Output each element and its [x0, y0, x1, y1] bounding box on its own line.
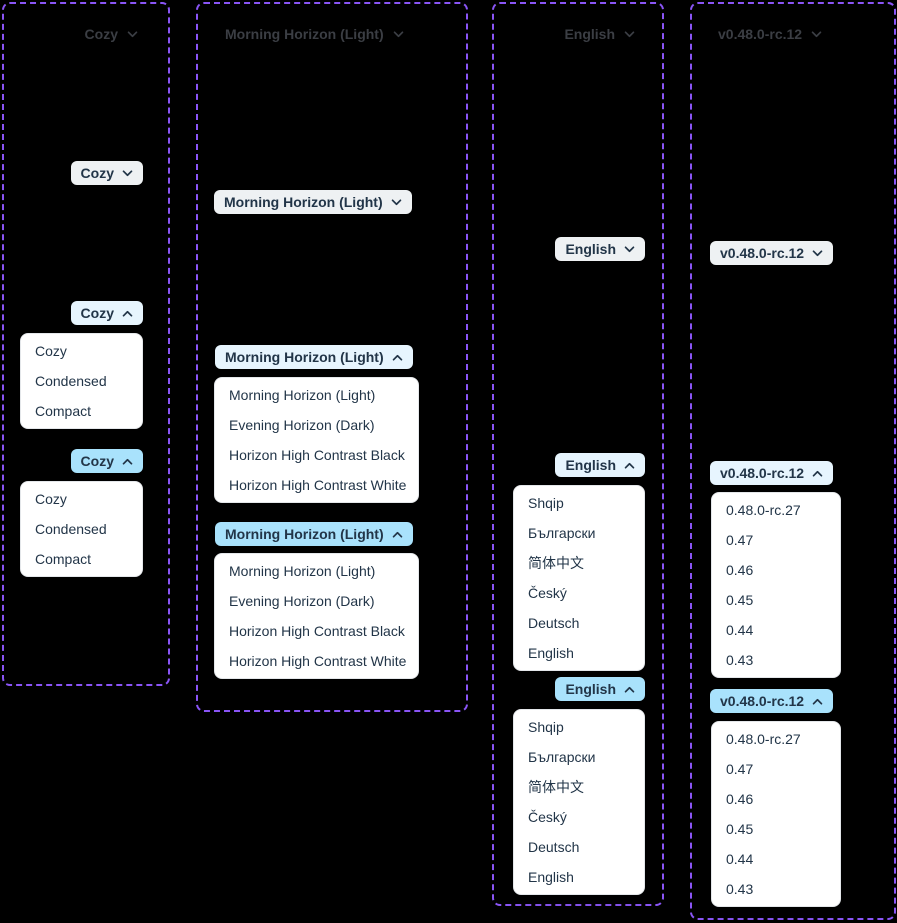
language-panel: English English English Shqip Български …	[492, 2, 664, 906]
menu-item[interactable]: 0.47	[726, 532, 754, 548]
menu-item[interactable]: Horizon High Contrast Black	[229, 623, 405, 639]
chevron-down-icon	[811, 30, 822, 37]
menu-item[interactable]: Český	[528, 585, 567, 601]
menu-item[interactable]: Deutsch	[528, 839, 580, 855]
menu-item[interactable]: 0.46	[726, 562, 754, 578]
theme-select-button-active[interactable]: Morning Horizon (Light)	[215, 522, 413, 546]
menu-item[interactable]: Български	[528, 525, 596, 541]
menu-item[interactable]: English	[528, 869, 574, 885]
menu-item[interactable]: 简体中文	[528, 779, 584, 795]
chevron-down-icon	[391, 198, 401, 205]
menu-item[interactable]: Evening Horizon (Dark)	[229, 417, 375, 433]
theme-select-placeholder: Morning Horizon (Light)	[225, 22, 404, 46]
version-panel: v0.48.0-rc.12 v0.48.0-rc.12 v0.48.0-rc.1…	[690, 2, 896, 920]
language-select-placeholder-label: English	[564, 26, 615, 42]
chevron-down-icon	[624, 245, 635, 252]
menu-item[interactable]: Cozy	[35, 491, 67, 507]
version-select-button[interactable]: v0.48.0-rc.12	[710, 241, 834, 265]
chevron-up-icon	[122, 458, 133, 465]
menu-item[interactable]: 0.46	[726, 791, 754, 807]
version-select-placeholder-label: v0.48.0-rc.12	[718, 26, 803, 42]
theme-menu: Morning Horizon (Light) Evening Horizon …	[214, 377, 419, 503]
menu-item[interactable]: 0.44	[726, 622, 754, 638]
chevron-down-icon	[393, 30, 403, 37]
language-menu: Shqip Български 简体中文 Český Deutsch Engli…	[513, 485, 645, 671]
density-select-value: Cozy	[80, 305, 114, 321]
menu-item[interactable]: 简体中文	[528, 555, 584, 571]
menu-item[interactable]: Horizon High Contrast White	[229, 653, 407, 669]
language-select-placeholder: English	[564, 22, 635, 46]
density-menu: Cozy Condensed Compact	[20, 481, 143, 577]
menu-item[interactable]: Compact	[35, 403, 92, 419]
menu-item[interactable]: Horizon High Contrast White	[229, 477, 407, 493]
menu-item[interactable]: English	[528, 645, 574, 661]
menu-item[interactable]: 0.43	[726, 652, 754, 668]
density-select-button[interactable]: Cozy	[70, 161, 143, 185]
menu-item[interactable]: Condensed	[35, 521, 107, 537]
menu-item[interactable]: Shqip	[528, 719, 564, 735]
density-select-value: Cozy	[80, 453, 114, 469]
menu-item[interactable]: 0.48.0-rc.27	[726, 731, 801, 747]
chevron-up-icon	[624, 686, 635, 693]
language-select-button-active[interactable]: English	[555, 677, 645, 701]
language-select-value: English	[565, 241, 616, 257]
chevron-up-icon	[624, 462, 635, 469]
density-select-value: Cozy	[80, 165, 114, 181]
theme-select-button[interactable]: Morning Horizon (Light)	[214, 190, 412, 214]
chevron-up-icon	[392, 354, 402, 361]
version-menu: 0.48.0-rc.27 0.47 0.46 0.45 0.44 0.43	[711, 492, 841, 678]
menu-item[interactable]: Horizon High Contrast Black	[229, 447, 405, 463]
language-select-button[interactable]: English	[555, 237, 645, 261]
density-select-button-open[interactable]: Cozy	[70, 301, 143, 325]
chevron-up-icon	[122, 310, 133, 317]
version-select-value: v0.48.0-rc.12	[720, 245, 805, 261]
menu-item[interactable]: Shqip	[528, 495, 564, 511]
menu-item[interactable]: 0.45	[726, 821, 754, 837]
menu-item[interactable]: 0.48.0-rc.27	[726, 502, 801, 518]
density-menu: Cozy Condensed Compact	[20, 333, 143, 429]
theme-menu: Morning Horizon (Light) Evening Horizon …	[214, 553, 419, 679]
chevron-down-icon	[812, 249, 823, 256]
menu-item[interactable]: Condensed	[35, 373, 107, 389]
menu-item[interactable]: Český	[528, 809, 567, 825]
version-menu: 0.48.0-rc.27 0.47 0.46 0.45 0.44 0.43	[711, 721, 841, 907]
chevron-up-icon	[812, 698, 823, 705]
theme-panel: Morning Horizon (Light) Morning Horizon …	[196, 2, 468, 712]
theme-select-value: Morning Horizon (Light)	[225, 349, 384, 365]
theme-select-button-open[interactable]: Morning Horizon (Light)	[215, 345, 413, 369]
theme-select-value: Morning Horizon (Light)	[225, 526, 384, 542]
version-select-value: v0.48.0-rc.12	[720, 693, 805, 709]
version-select-button-active[interactable]: v0.48.0-rc.12	[710, 689, 834, 713]
menu-item[interactable]: 0.45	[726, 592, 754, 608]
language-select-button-open[interactable]: English	[555, 453, 645, 477]
version-select-placeholder: v0.48.0-rc.12	[718, 22, 822, 46]
menu-item[interactable]: Български	[528, 749, 596, 765]
menu-item[interactable]: Evening Horizon (Dark)	[229, 593, 375, 609]
version-select-value: v0.48.0-rc.12	[720, 465, 805, 481]
menu-item[interactable]: 0.43	[726, 881, 754, 897]
chevron-up-icon	[392, 531, 402, 538]
menu-item[interactable]: Deutsch	[528, 615, 580, 631]
density-select-placeholder: Cozy	[85, 22, 138, 46]
density-select-button-active[interactable]: Cozy	[70, 449, 143, 473]
theme-select-value: Morning Horizon (Light)	[224, 194, 383, 210]
menu-item[interactable]: Morning Horizon (Light)	[229, 387, 376, 403]
density-select-placeholder-label: Cozy	[84, 26, 118, 42]
version-select-button-open[interactable]: v0.48.0-rc.12	[710, 461, 834, 485]
chevron-up-icon	[812, 470, 823, 477]
language-menu: Shqip Български 简体中文 Český Deutsch Engli…	[513, 709, 645, 895]
chevron-down-icon	[122, 169, 133, 176]
menu-item[interactable]: Morning Horizon (Light)	[229, 563, 376, 579]
menu-item[interactable]: 0.44	[726, 851, 754, 867]
language-select-value: English	[565, 681, 616, 697]
chevron-down-icon	[624, 30, 635, 37]
chevron-down-icon	[127, 30, 138, 37]
theme-select-placeholder-label: Morning Horizon (Light)	[225, 26, 384, 42]
menu-item[interactable]: Compact	[35, 551, 92, 567]
menu-item[interactable]: 0.47	[726, 761, 754, 777]
density-panel: Cozy Cozy Cozy Cozy Condensed Compact Co…	[2, 2, 170, 686]
menu-item[interactable]: Cozy	[35, 343, 67, 359]
language-select-value: English	[565, 457, 616, 473]
